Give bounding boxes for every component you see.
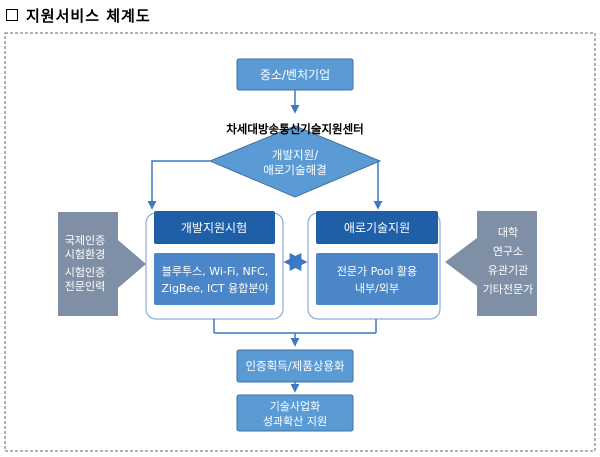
right-line4: 기타전문가 <box>483 283 534 296</box>
dev-header <box>154 211 275 244</box>
center-title: 차세대방송통신기술지원센터 <box>226 122 364 136</box>
tech-line1: 전문가 Pool 활용 <box>337 264 417 278</box>
final-box <box>236 394 354 432</box>
dev-line1: 블루투스, Wi-Fi, NFC, <box>162 265 268 278</box>
page-title: 지원서비스 체계도 <box>26 6 151 25</box>
right-side-arrow <box>445 211 537 316</box>
center-diamond <box>208 125 382 198</box>
left-line1: 국제인증 <box>65 234 105 247</box>
heading: 지원서비스 체계도 <box>6 3 151 27</box>
tech-header-label: 애로기술지원 <box>344 221 410 235</box>
right-line1: 대학 <box>498 226 518 239</box>
left-line2: 시험환경 <box>65 248 105 261</box>
final-line2: 성과확산 지원 <box>263 415 327 428</box>
dev-line2: ZigBee, ICT 융합분야 <box>161 282 268 295</box>
left-line4: 전문인력 <box>65 280 105 293</box>
arrow-center-to-tech <box>373 160 383 210</box>
arrow-center-to-dev <box>147 160 210 210</box>
checkbox-square-icon <box>6 9 18 21</box>
tech-content <box>316 253 438 305</box>
final-line1: 기술사업화 <box>270 400 321 413</box>
left-side-arrow <box>58 212 146 316</box>
left-line3: 시험인증 <box>65 266 105 279</box>
right-line2: 연구소 <box>493 245 523 258</box>
dev-content <box>154 253 275 305</box>
right-line3: 유관기관 <box>488 264 528 277</box>
outer-frame <box>4 32 596 452</box>
center-line1: 개발지원/ <box>272 148 318 162</box>
tech-line2: 내부/외부 <box>355 282 399 295</box>
center-line2: 애로기술해결 <box>263 163 326 177</box>
dev-header-label: 개발지원시험 <box>181 221 247 235</box>
sme-label: 중소/벤처기업 <box>260 68 330 82</box>
tech-header <box>316 211 438 244</box>
cert-label: 인증획득/제품상용화 <box>245 359 345 373</box>
